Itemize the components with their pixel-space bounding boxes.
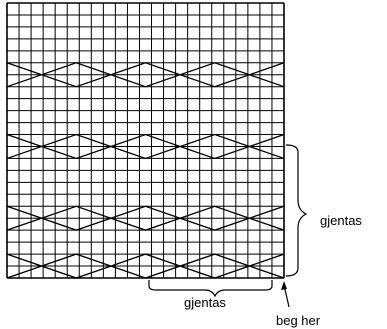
zigzag-line-lower	[6, 205, 285, 231]
zigzag-line-lower	[6, 62, 285, 88]
bottom-repeat-label: gjentas	[184, 295, 226, 310]
zigzag-pattern	[6, 62, 285, 279]
zigzag-line-upper	[6, 253, 285, 279]
right-repeat-brace	[285, 144, 308, 277]
start-arrowhead	[281, 281, 287, 290]
zigzag-line-upper	[6, 62, 285, 88]
zigzag-line-lower	[6, 253, 285, 279]
start-label: beg her	[276, 313, 321, 328]
right-repeat-label: gjentas	[320, 213, 362, 228]
zigzag-line-lower	[6, 133, 285, 160]
bottom-repeat-brace	[148, 280, 273, 298]
chart-grid	[6, 2, 285, 279]
zigzag-line-upper	[6, 205, 285, 231]
zigzag-line-upper	[6, 133, 285, 160]
